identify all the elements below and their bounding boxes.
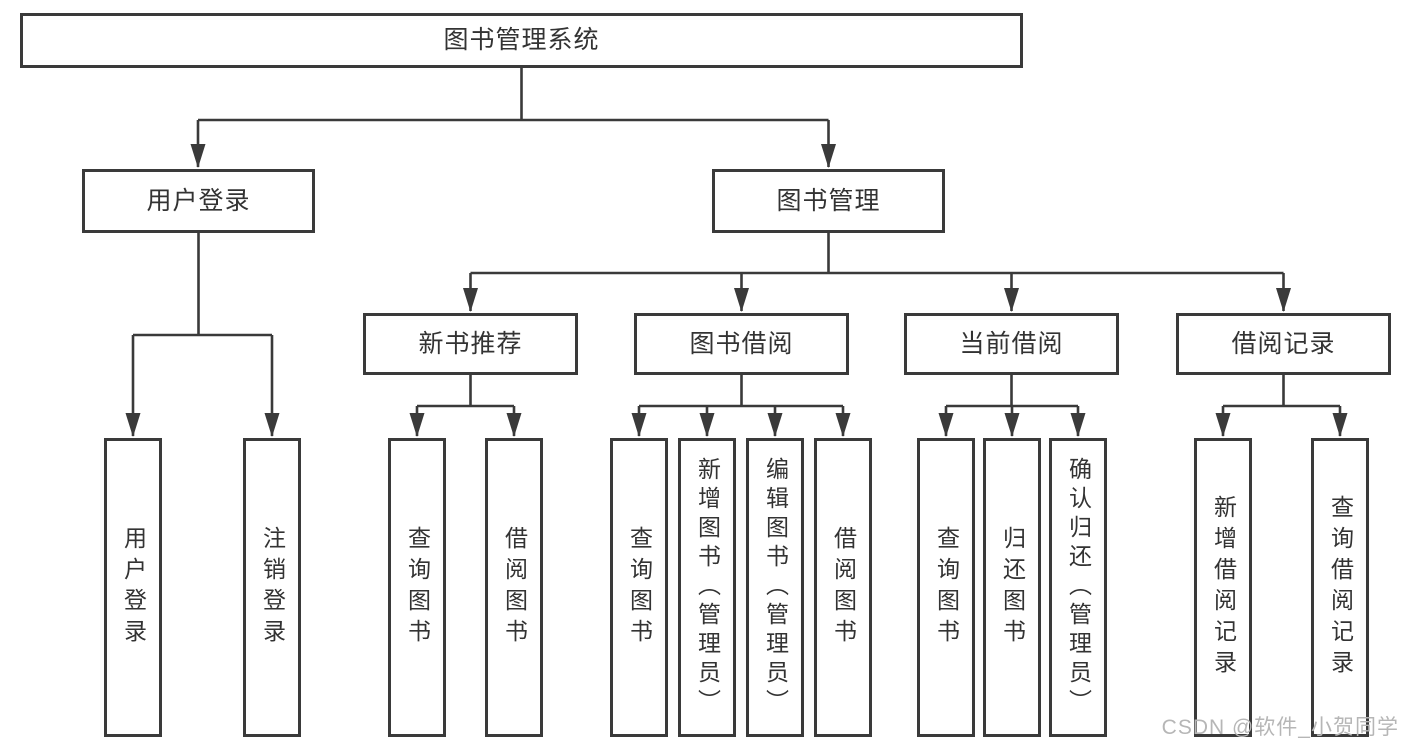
node-library-system: 图书管理系统 [20, 13, 1023, 68]
node-bb-query-books: 查询图书 [610, 438, 668, 737]
node-br-query-record: 查询借阅记录 [1311, 438, 1369, 737]
node-label: 查询图书 [626, 525, 653, 650]
node-borrowing-records: 借阅记录 [1176, 313, 1391, 375]
node-label: 查询图书 [404, 525, 431, 650]
watermark: CSDN @软件_小贺同学 [1161, 716, 1399, 739]
node-label: 注销登录 [259, 525, 286, 650]
node-logout: 注销登录 [243, 438, 301, 737]
node-label: 新增图书（管理员） [694, 457, 721, 718]
node-current-borrowing: 当前借阅 [904, 313, 1119, 375]
node-label: 借阅图书 [830, 525, 857, 650]
node-bb-edit-books-admin: 编辑图书（管理员） [746, 438, 804, 737]
node-label: 新增借阅记录 [1210, 494, 1237, 681]
node-br-add-record: 新增借阅记录 [1194, 438, 1252, 737]
node-nb-query-books: 查询图书 [388, 438, 446, 737]
node-label: 用户登录 [120, 525, 147, 650]
node-book-borrowing: 图书借阅 [634, 313, 849, 375]
node-bb-borrow-books: 借阅图书 [814, 438, 872, 737]
node-label: 编辑图书（管理员） [762, 457, 789, 718]
node-label: 查询图书 [933, 525, 960, 650]
node-cb-return-books: 归还图书 [983, 438, 1041, 737]
node-nb-borrow-books: 借阅图书 [485, 438, 543, 737]
connector-arrows [125, 120, 1348, 437]
node-label: 查询借阅记录 [1327, 494, 1354, 681]
node-user-login: 用户登录 [82, 169, 315, 233]
node-cb-query-books: 查询图书 [917, 438, 975, 737]
node-login: 用户登录 [104, 438, 162, 737]
node-cb-confirm-return-admin: 确认归还（管理员） [1049, 438, 1107, 737]
connector-trunks [133, 68, 1340, 408]
node-bb-add-books-admin: 新增图书（管理员） [678, 438, 736, 737]
node-label: 归还图书 [999, 525, 1026, 650]
node-label: 借阅图书 [501, 525, 528, 650]
node-new-book-recommend: 新书推荐 [363, 313, 578, 375]
node-book-management: 图书管理 [712, 169, 945, 233]
node-label: 确认归还（管理员） [1065, 457, 1092, 718]
